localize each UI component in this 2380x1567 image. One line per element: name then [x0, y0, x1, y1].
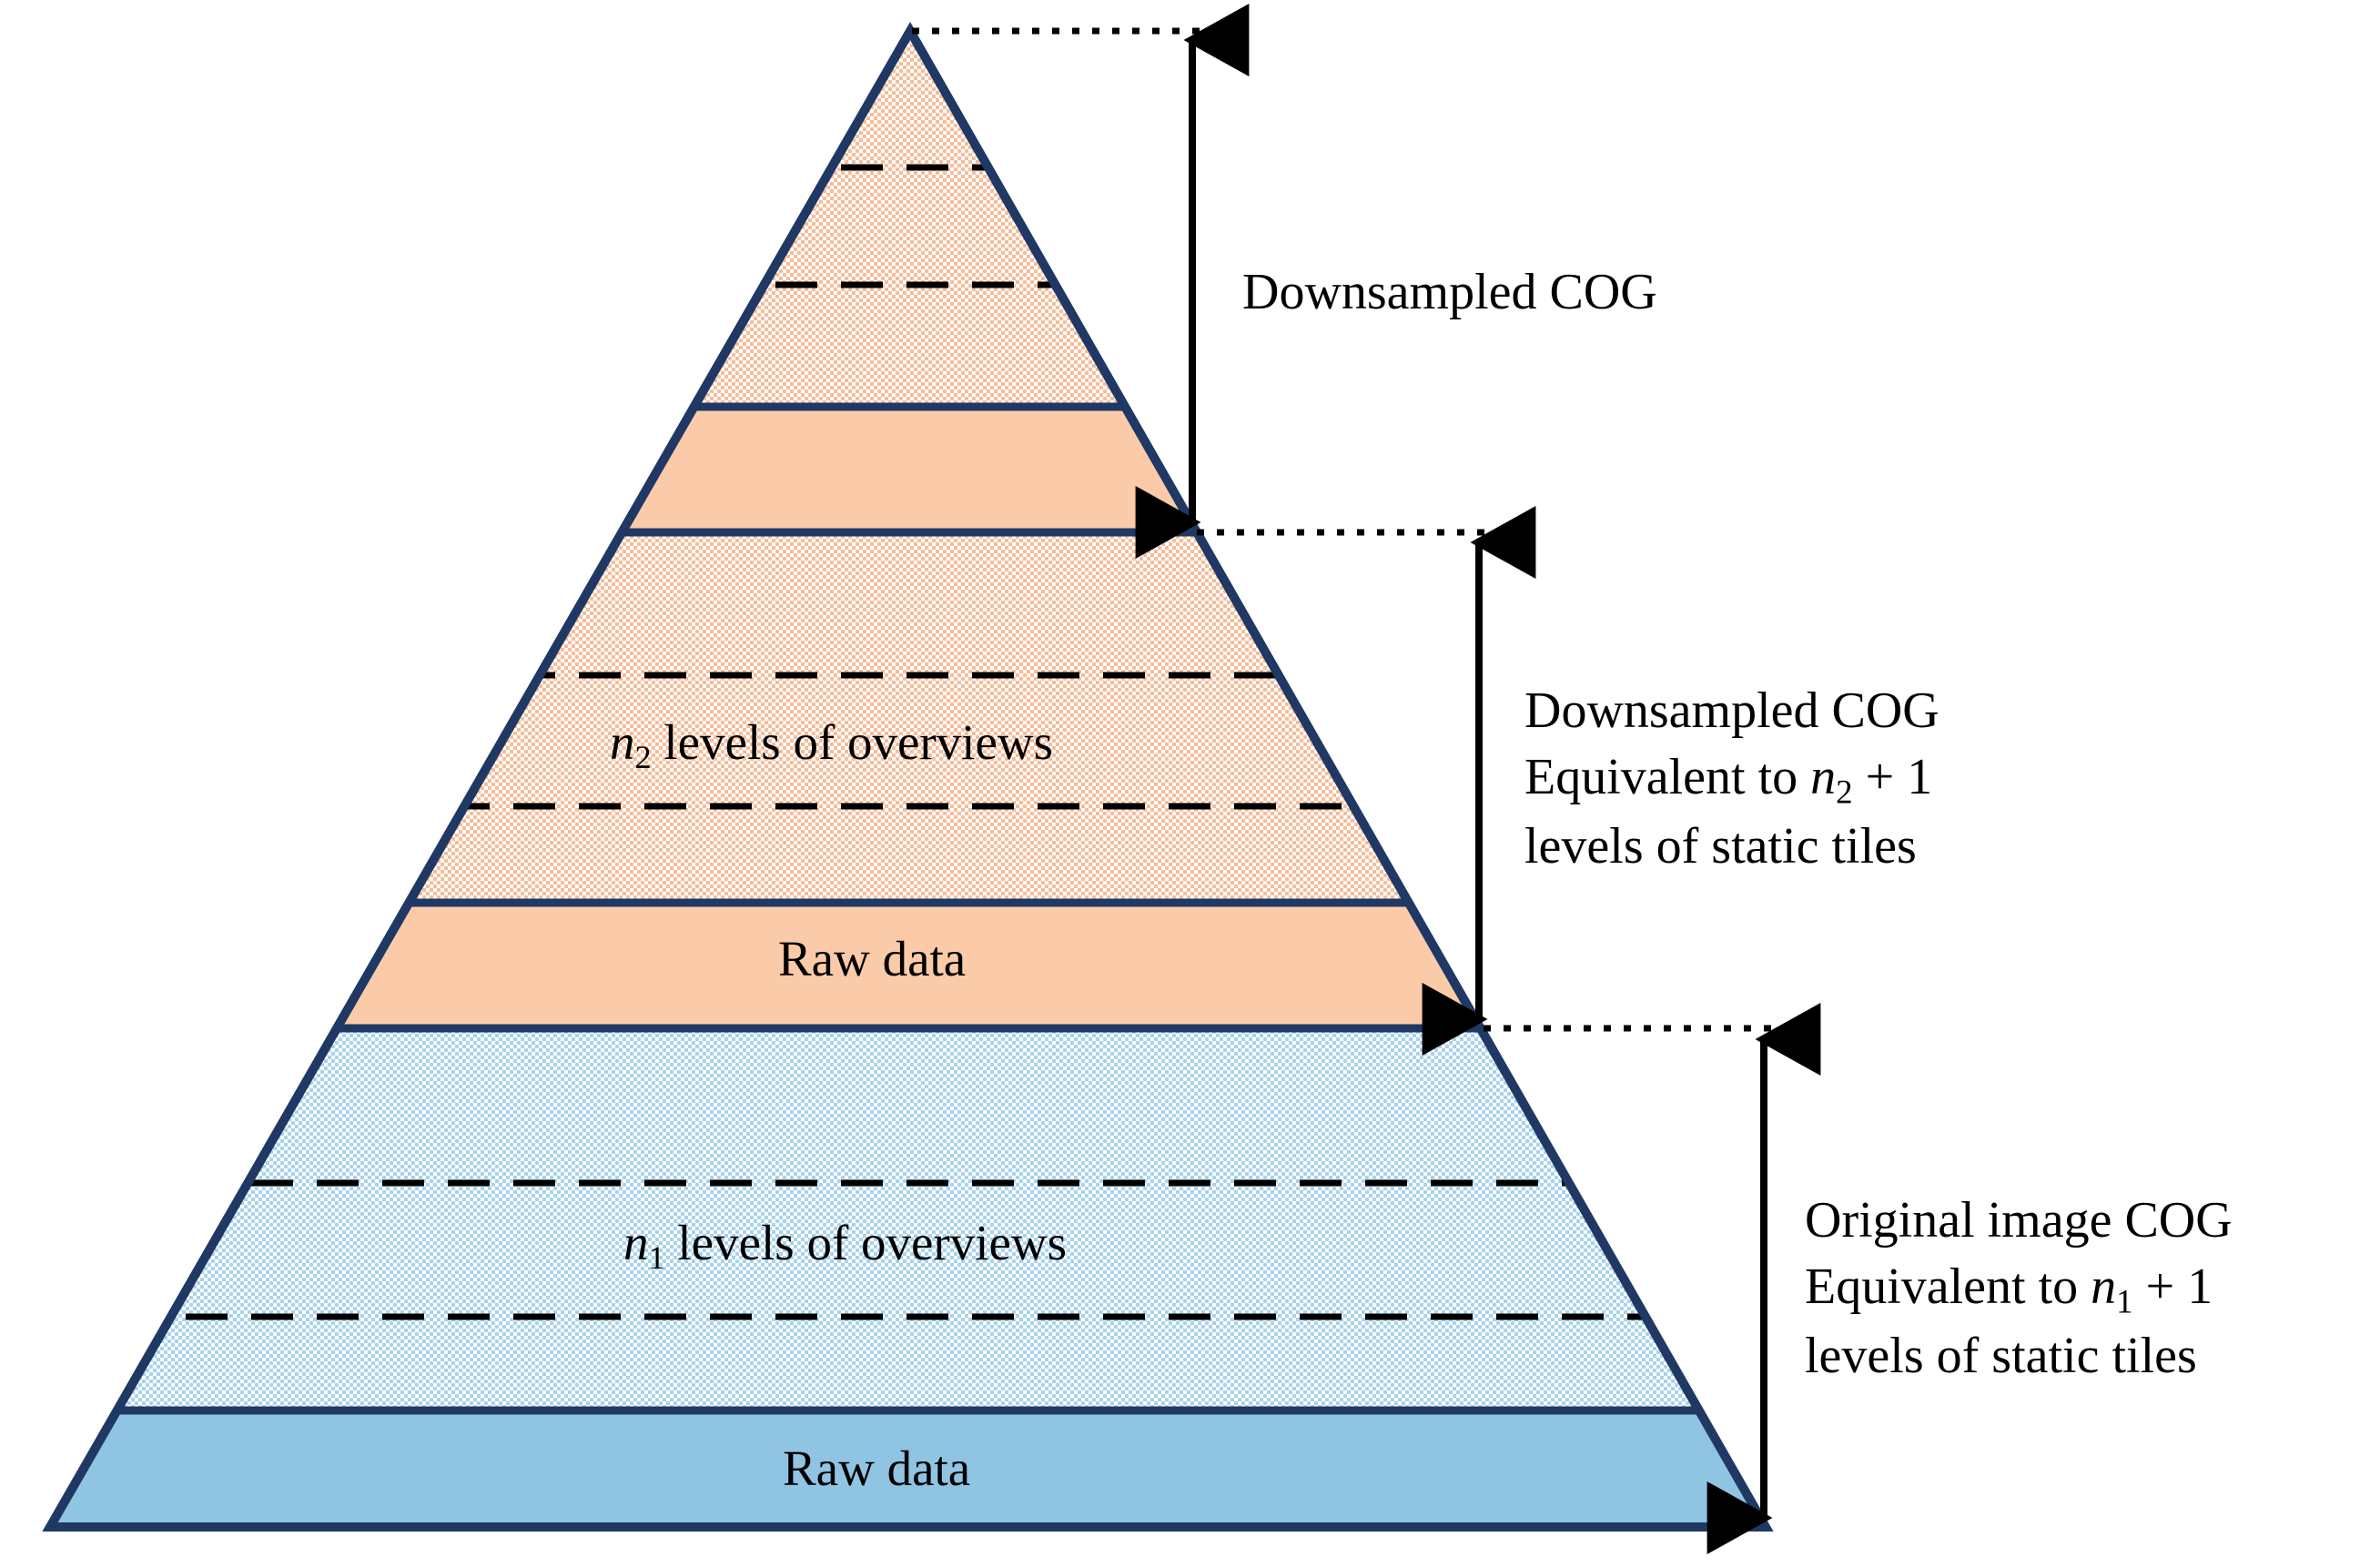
label-mid-n-subscript: 2	[634, 739, 652, 776]
measure-label-bottom-line2: Equivalent to n1 + 1	[1805, 1254, 2233, 1323]
label-bottom-raw-data: Raw data	[783, 1441, 971, 1496]
pyramid-outline	[42, 21, 1774, 1532]
label-bottom-n-subscript: 1	[648, 1239, 665, 1277]
label-mid-overviews-suffix: levels of overviews	[651, 714, 1054, 770]
label-mid-raw-data: Raw data	[778, 931, 967, 986]
measure-label-mid-n-subscript: 2	[1836, 773, 1853, 811]
measure-label-mid-n-var: n	[1810, 748, 1837, 805]
measure-label-mid-line1: Downsampled COG	[1524, 682, 1939, 739]
measure-label-mid-line2: Equivalent to n2 + 1	[1524, 744, 1939, 814]
band-top-raw	[50, 407, 1766, 532]
measure-label-bottom-line2-prefix: Equivalent to	[1805, 1258, 2091, 1315]
measure-label-bottom-n-subscript: 1	[2116, 1282, 2133, 1320]
measure-label-original-image-cog: Original image COG Equivalent to n1 + 1 …	[1805, 1188, 2233, 1390]
measure-label-bottom-n-var: n	[2091, 1258, 2117, 1315]
measure-label-downsampled-cog-equivalent: Downsampled COG Equivalent to n2 + 1 lev…	[1524, 678, 1939, 880]
measure-label-bottom-line3: levels of static tiles	[1805, 1328, 2197, 1385]
measure-label-bottom-line1: Original image COG	[1805, 1192, 2233, 1249]
label-mid-levels-of-overviews: n2 levels of overviews	[610, 710, 1053, 779]
measure-label-downsampled-cog: Downsampled COG	[1242, 259, 1657, 326]
measure-label-mid-line2-suffix: + 1	[1852, 748, 1933, 805]
measure-arrows	[1135, 3, 1821, 1554]
measure-label-mid-line3: levels of static tiles	[1524, 818, 1917, 875]
band-bottom-overviews	[50, 1028, 1766, 1410]
measure-label-mid-line2-prefix: Equivalent to	[1524, 748, 1811, 805]
label-bottom-overviews-suffix: levels of overviews	[664, 1215, 1068, 1270]
label-bottom-levels-of-overviews: n1 levels of overviews	[623, 1210, 1067, 1279]
measure-label-downsampled-cog-line1: Downsampled COG	[1242, 264, 1657, 320]
measure-label-bottom-line2-suffix: + 1	[2132, 1258, 2213, 1315]
band-top-overviews	[50, 31, 1766, 407]
label-bottom-n-var: n	[623, 1215, 649, 1270]
label-mid-n-var: n	[610, 714, 635, 770]
band-bottom-raw	[50, 1410, 1766, 1527]
